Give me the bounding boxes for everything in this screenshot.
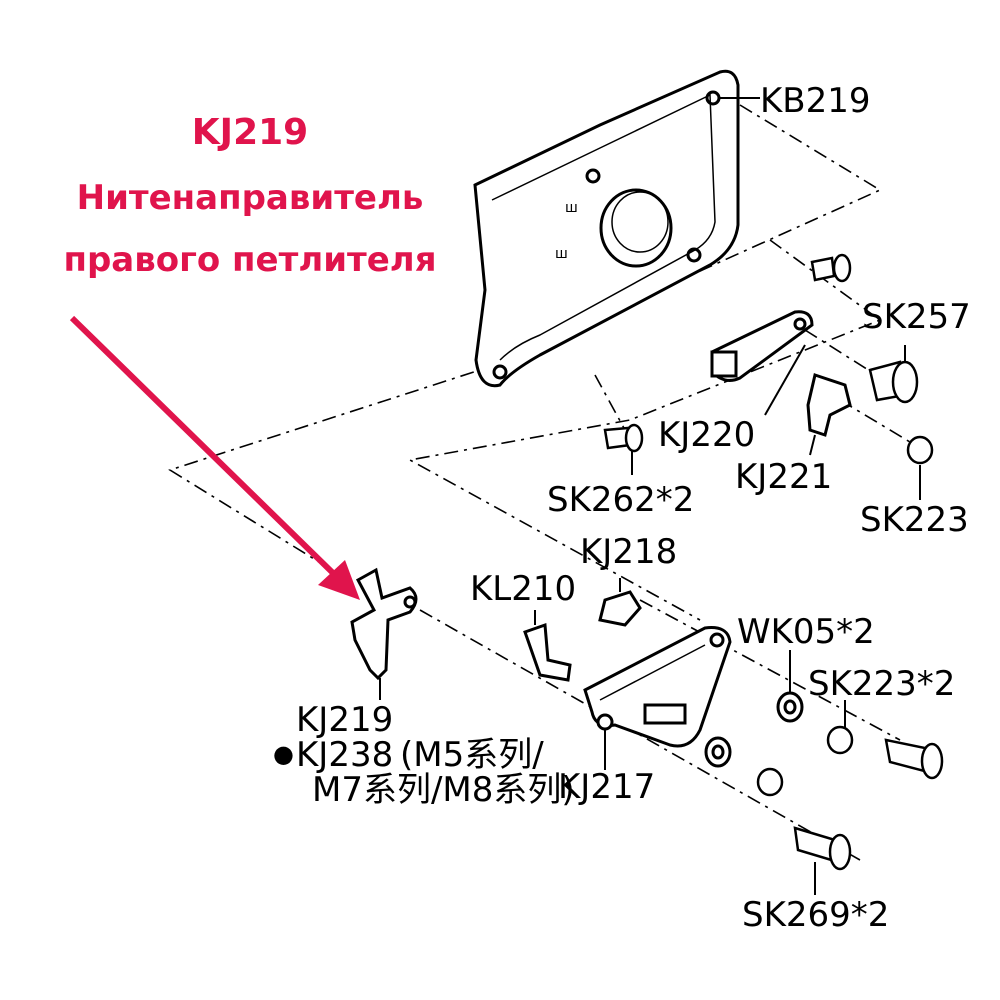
screw-sk223: [906, 435, 934, 465]
part-kj217: [583, 626, 732, 748]
label-wk05: WK05*2: [737, 612, 875, 652]
guide-kj221: [839, 399, 916, 446]
screw-sk262-lower: [603, 423, 644, 453]
part-name-line1: Нитенаправитель: [76, 178, 424, 218]
cover-plate-kb219: ш ш: [473, 69, 740, 388]
screws-sk223x2: [756, 725, 854, 797]
label-sk223: SK223: [860, 500, 969, 540]
label-leader-lines: [379, 97, 921, 895]
label-kj217: KJ217: [558, 767, 656, 807]
label-kj221: KJ221: [735, 457, 833, 497]
label-kl210: KL210: [470, 569, 577, 609]
part-code-title: KJ219: [191, 112, 309, 153]
part-kj219: [350, 567, 418, 681]
guide-lower-box: [407, 239, 882, 621]
screw-long-right: [884, 738, 944, 780]
washers-wk05: [704, 691, 804, 768]
part-kl210: [523, 622, 572, 682]
label-sk269: SK269*2: [742, 895, 890, 935]
svg-text:ш: ш: [555, 246, 568, 262]
part-kj220: [710, 310, 814, 382]
label-sk223x2: SK223*2: [808, 664, 956, 704]
guide-sk262: [594, 374, 626, 431]
label-sk257: SK257: [862, 297, 971, 337]
label-kj219: KJ219: [296, 700, 394, 740]
screw-sk262-upper: [810, 253, 852, 283]
label-kj218: KJ218: [580, 532, 678, 572]
label-kj238-series-b: M7系列/M8系列): [312, 770, 575, 810]
label-kj220: KJ220: [658, 415, 756, 455]
part-name-line2: правого петлителя: [63, 240, 437, 280]
svg-text:ш: ш: [565, 200, 578, 216]
label-kj238-bullet: ●: [273, 740, 294, 768]
red-pointer-arrow: [69, 315, 360, 600]
part-kj221: [806, 373, 852, 437]
label-kb219: KB219: [760, 81, 871, 121]
part-kj218: [598, 590, 642, 627]
label-sk262: SK262*2: [547, 480, 695, 520]
label-kj238: KJ238: [296, 735, 394, 775]
screw-sk269: [793, 826, 852, 871]
label-kj238-series-a: (M5系列/: [400, 735, 544, 775]
guide-kj218: [639, 599, 901, 741]
screw-sk257: [868, 360, 919, 404]
